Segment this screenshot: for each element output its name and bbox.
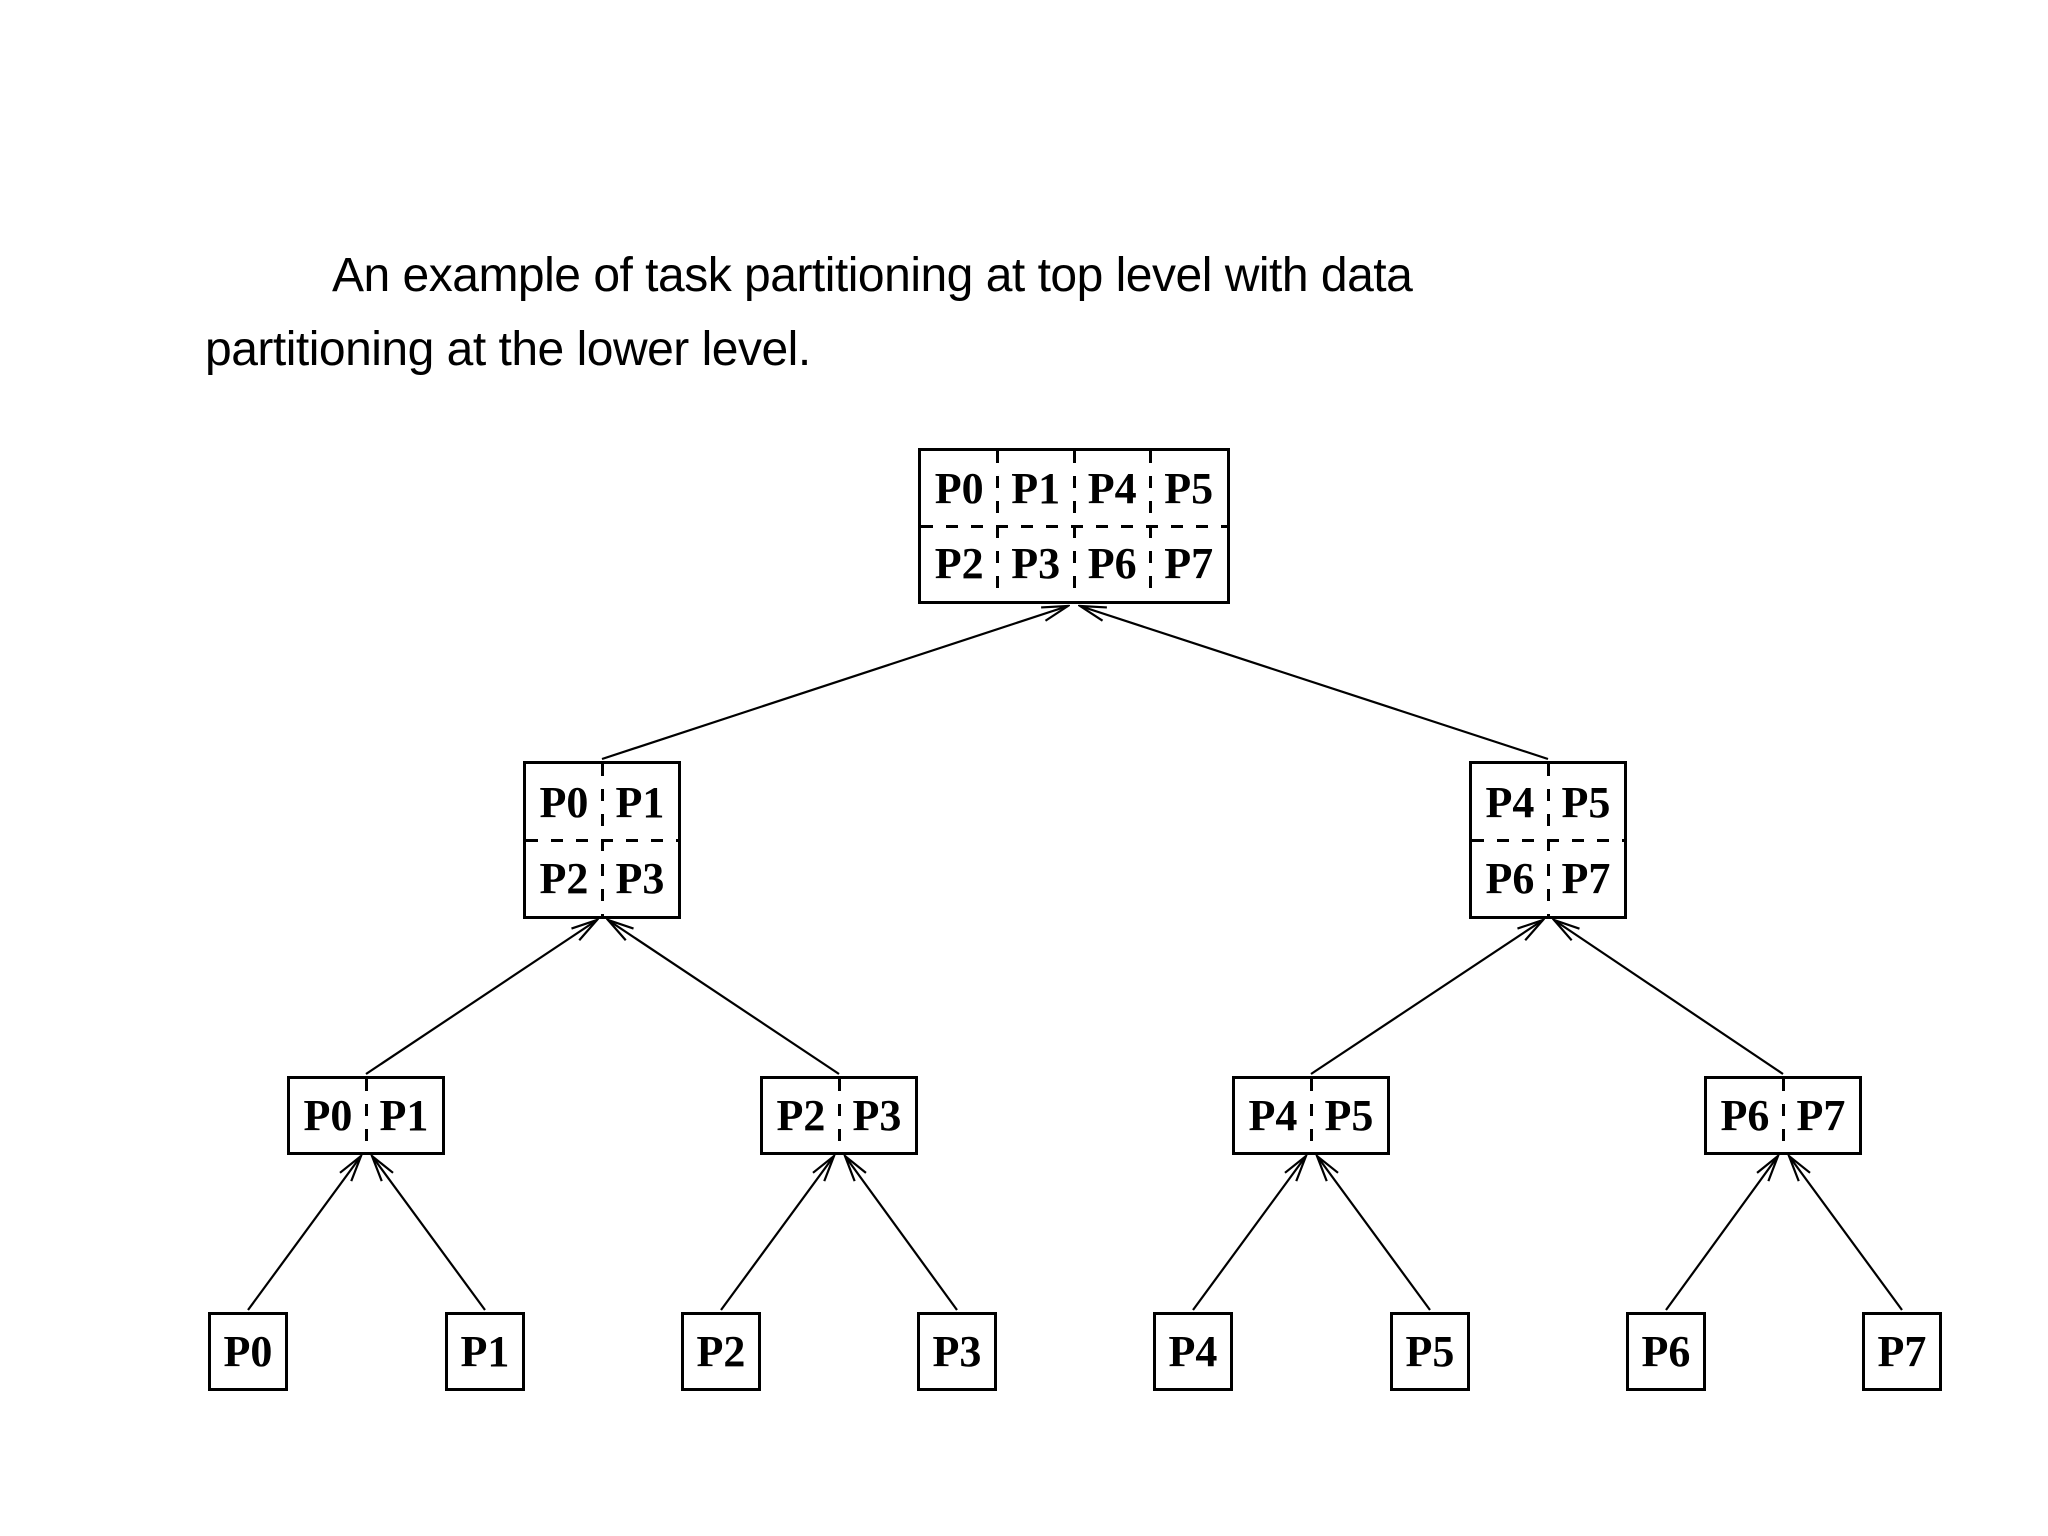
box-leaf-p6: P6 <box>1626 1312 1706 1391</box>
cell: P5 <box>1561 777 1611 827</box>
edge-p1-to-l3a <box>372 1156 486 1311</box>
dashed-divider <box>1781 1079 1785 1152</box>
cell: P5 <box>1405 1327 1455 1376</box>
box-grid: P0 P1 P2 P3 <box>526 764 678 916</box>
box-leaf-p1: P1 <box>445 1312 525 1391</box>
cell: P3 <box>615 853 665 903</box>
edge-l3b-to-l2left <box>608 920 840 1075</box>
cell: P6 <box>1485 853 1535 903</box>
box-grid: P0 P1 <box>290 1079 442 1152</box>
edge-p6-to-l3d <box>1665 1156 1778 1311</box>
edge-l2right-to-root <box>1080 606 1549 761</box>
box-leaf-p0: P0 <box>208 1312 288 1391</box>
edge-p5-to-l3c <box>1317 1156 1431 1311</box>
cell: P0 <box>303 1091 353 1140</box>
box-level2-right: P4 P5 P6 P7 <box>1469 761 1627 919</box>
cell: P4 <box>1168 1327 1218 1376</box>
cell: P4 <box>1248 1091 1298 1140</box>
cell: P2 <box>696 1327 746 1376</box>
cell: P7 <box>1164 539 1214 588</box>
box-grid: P4 P5 P6 P7 <box>1472 764 1624 916</box>
dashed-divider <box>526 838 678 842</box>
dashed-divider <box>1309 1079 1313 1152</box>
cell: P2 <box>539 853 589 903</box>
dashed-divider <box>364 1079 368 1152</box>
edge-l3a-to-l2left <box>365 920 597 1075</box>
edge-p2-to-l3b <box>720 1156 834 1311</box>
cell: P0 <box>539 777 589 827</box>
cell: P1 <box>615 777 665 827</box>
box-leaf-p2: P2 <box>681 1312 761 1391</box>
cell: P2 <box>776 1091 826 1140</box>
cell: P7 <box>1561 853 1611 903</box>
box-leaf-p3: P3 <box>917 1312 997 1391</box>
dashed-divider <box>1472 838 1624 842</box>
edge-p3-to-l3b <box>845 1156 958 1311</box>
edge-l3d-to-l2right <box>1554 920 1784 1075</box>
cell: P3 <box>932 1327 982 1376</box>
box-grid: P4 P5 <box>1235 1079 1387 1152</box>
title-line-1: An example of task partitioning at top l… <box>332 249 1413 302</box>
edge-p7-to-l3d <box>1789 1156 1903 1311</box>
box-grid: P6 P7 <box>1707 1079 1859 1152</box>
cell: P2 <box>934 539 984 588</box>
cell: P6 <box>1720 1091 1770 1140</box>
cell: P7 <box>1796 1091 1846 1140</box>
edge-p4-to-l3c <box>1192 1156 1306 1311</box>
box-level3-d: P6 P7 <box>1704 1076 1862 1155</box>
cell: P6 <box>1641 1327 1691 1376</box>
edge-p0-to-l3a <box>247 1156 361 1311</box>
dashed-divider <box>921 524 1227 528</box>
box-leaf-p5: P5 <box>1390 1312 1470 1391</box>
edge-l3c-to-l2right <box>1310 920 1543 1075</box>
edge-l2left-to-root <box>601 606 1068 761</box>
cell: P7 <box>1877 1327 1927 1376</box>
box-root: P0 P1 P4 P5 P2 P3 P6 P7 <box>918 448 1230 604</box>
cell: P5 <box>1164 464 1214 513</box>
dashed-divider <box>837 1079 841 1152</box>
cell: P4 <box>1485 777 1535 827</box>
cell: P3 <box>1011 539 1061 588</box>
box-level3-c: P4 P5 <box>1232 1076 1390 1155</box>
cell: P0 <box>934 464 984 513</box>
cell: P6 <box>1087 539 1137 588</box>
cell: P1 <box>460 1327 510 1376</box>
title-line-2: partitioning at the lower level. <box>205 323 811 376</box>
box-grid: P2 P3 <box>763 1079 915 1152</box>
cell: P1 <box>1011 464 1061 513</box>
cell: P4 <box>1087 464 1137 513</box>
cell: P3 <box>852 1091 902 1140</box>
box-leaf-p4: P4 <box>1153 1312 1233 1391</box>
box-level2-left: P0 P1 P2 P3 <box>523 761 681 919</box>
box-root-grid: P0 P1 P4 P5 P2 P3 P6 P7 <box>921 451 1227 601</box>
cell: P1 <box>379 1091 429 1140</box>
cell: P5 <box>1324 1091 1374 1140</box>
box-level3-b: P2 P3 <box>760 1076 918 1155</box>
cell: P0 <box>223 1327 273 1376</box>
box-level3-a: P0 P1 <box>287 1076 445 1155</box>
box-leaf-p7: P7 <box>1862 1312 1942 1391</box>
